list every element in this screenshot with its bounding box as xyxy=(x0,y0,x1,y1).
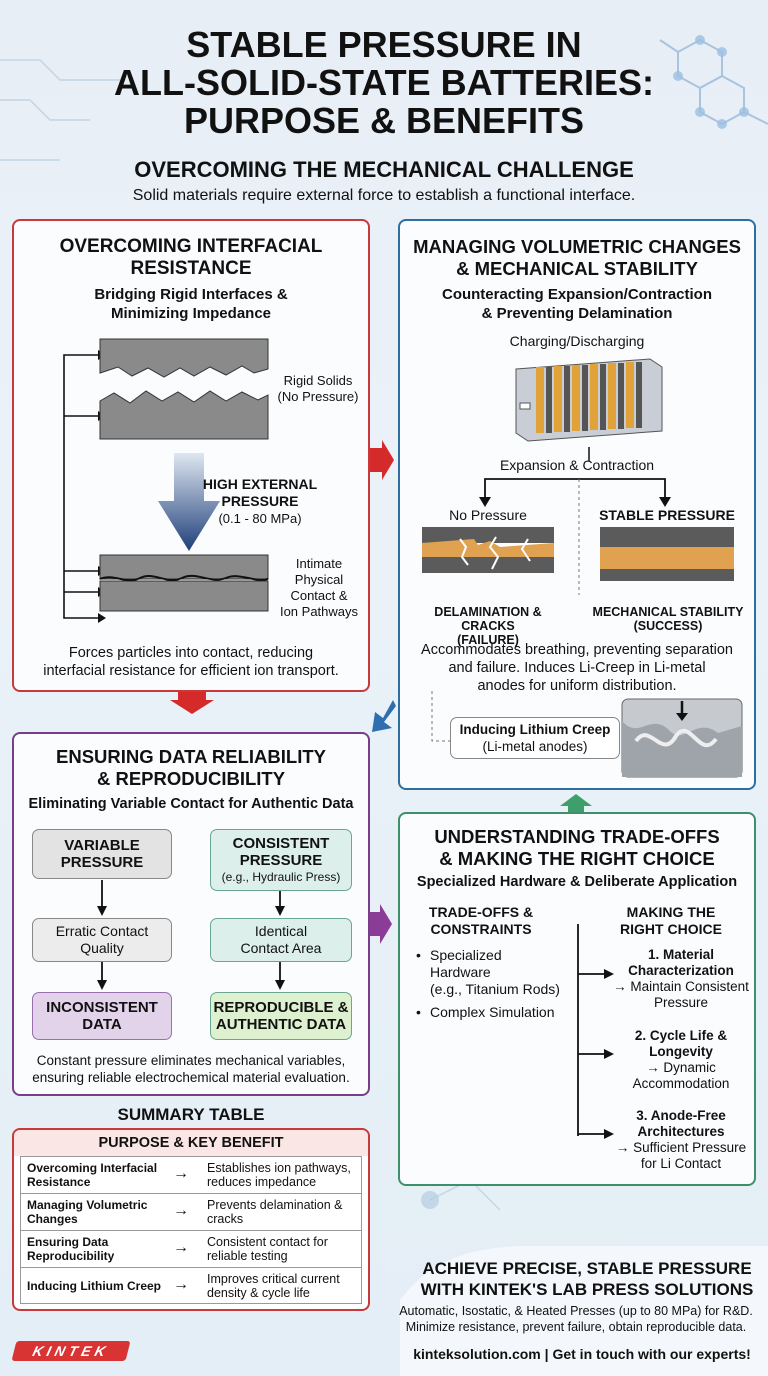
page-title: STABLE PRESSURE IN ALL-SOLID-STATE BATTE… xyxy=(0,26,768,140)
arrow-right-icon: → xyxy=(173,1239,189,1256)
volumetric-subheading: Counteracting Expansion/Contraction& Pre… xyxy=(441,286,712,322)
intro-text: Solid materials require external force t… xyxy=(132,187,636,204)
volumetric-panel: MANAGING VOLUMETRIC CHANGES& MECHANICAL … xyxy=(398,219,756,790)
arrow-right-icon: → xyxy=(173,1276,189,1293)
tradeoffs-arrows xyxy=(577,924,614,1139)
cta-contact-link[interactable]: kinteksolution.com | Get in touch with o… xyxy=(413,1346,751,1362)
bullet-icon: • xyxy=(416,947,421,963)
title-line-1: STABLE PRESSURE IN xyxy=(186,24,582,65)
summary-title: SUMMARY TABLE xyxy=(117,1105,265,1124)
tradeoffs-heading: UNDERSTANDING TRADE-OFFS& MAKING THE RIG… xyxy=(434,826,720,869)
lithium-creep-box: Inducing Lithium Creep(Li-metal anodes) xyxy=(450,717,620,759)
volumetric-footer: Accommodates breathing, preventing separ… xyxy=(421,642,733,694)
volumetric-heading: MANAGING VOLUMETRIC CHANGES& MECHANICAL … xyxy=(413,236,741,279)
summary-header: PURPOSE & KEY BENEFIT xyxy=(14,1130,368,1156)
reliability-subheading: Eliminating Variable Contact for Authent… xyxy=(28,796,354,812)
reliability-heading: ENSURING DATA RELIABILITY& REPRODUCIBILI… xyxy=(56,746,326,789)
interfacial-subheading: Bridging Rigid Interfaces &Minimizing Im… xyxy=(94,286,288,322)
table-key: Inducing Lithium Creep xyxy=(27,1279,161,1293)
reliability-footer: Constant pressure eliminates mechanical … xyxy=(32,1053,350,1085)
summary-table: PURPOSE & KEY BENEFIT Overcoming Interfa… xyxy=(12,1128,370,1311)
section-subtitle: OVERCOMING THE MECHANICAL CHALLENGE xyxy=(134,157,634,182)
tradeoff-bullet-simulation: • Complex Simulation xyxy=(416,1004,555,1020)
title-line-2: ALL-SOLID-STATE BATTERIES: xyxy=(114,62,654,103)
tradeoffs-panel: UNDERSTANDING TRADE-OFFS& MAKING THE RIG… xyxy=(398,812,756,1186)
bullet-icon: • xyxy=(416,1004,421,1020)
interface-diagram xyxy=(63,338,269,623)
cta-text: Automatic, Isostatic, & Heated Presses (… xyxy=(399,1304,753,1334)
table-value: Establishes ion pathways,reduces impedan… xyxy=(207,1161,351,1189)
rigid-solids-label: Rigid Solids(No Pressure) xyxy=(277,373,359,404)
title-line-3: PURPOSE & BENEFITS xyxy=(183,100,585,141)
failure-label: DELAMINATION & CRACKS(FAILURE) xyxy=(434,605,542,647)
arrow-right-icon: → xyxy=(173,1202,189,1219)
volumetric-diagram xyxy=(422,358,743,778)
tradeoffs-subheading: Specialized Hardware & Deliberate Applic… xyxy=(416,874,738,890)
stable-pressure-label: STABLE PRESSURE xyxy=(599,507,735,523)
table-row: Inducing Lithium Creep → Improves critic… xyxy=(21,1268,361,1304)
table-value: Prevents delamination &cracks xyxy=(207,1198,343,1226)
success-label: MECHANICAL STABILITY(SUCCESS) xyxy=(592,605,744,633)
arrow-right-icon: → xyxy=(173,1165,189,1182)
charging-label: Charging/Discharging xyxy=(509,333,645,349)
expansion-label: Expansion & Contraction xyxy=(499,457,655,473)
reliability-panel: ENSURING DATA RELIABILITY& REPRODUCIBILI… xyxy=(12,732,370,1096)
no-pressure-label: No Pressure xyxy=(449,507,527,523)
reproducible-data-box: REPRODUCIBLE &AUTHENTIC DATA xyxy=(210,992,352,1040)
tradeoffs-left-heading: TRADE-OFFS &CONSTRAINTS xyxy=(428,904,534,937)
